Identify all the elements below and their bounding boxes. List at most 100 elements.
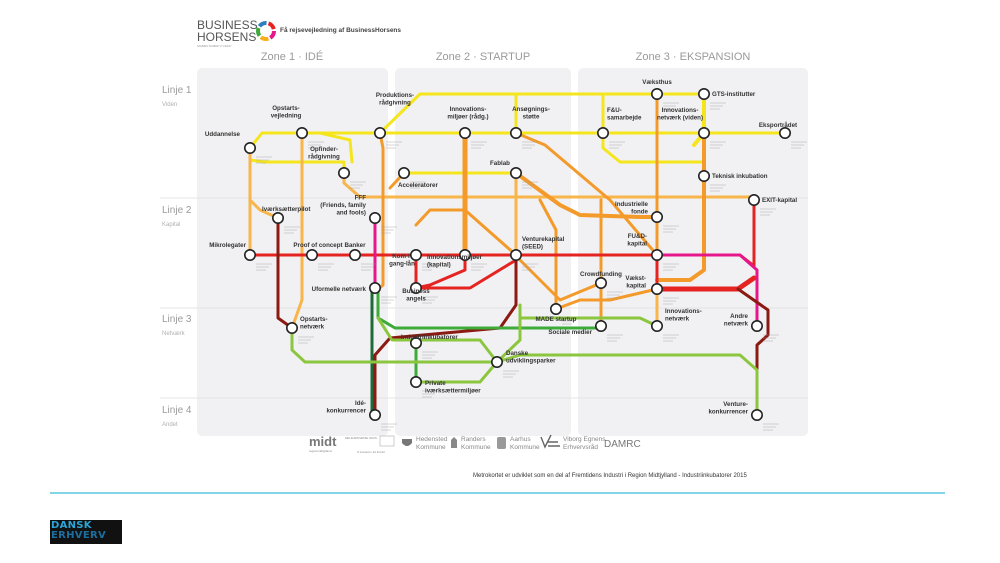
station-label-line: (kapital) [427, 261, 451, 268]
station-marker [368, 212, 381, 225]
station-marker [509, 167, 522, 180]
metro-line-segment [378, 92, 706, 135]
station-eksportraadet: Eksportrådet [759, 122, 797, 140]
station-label-line: angels [406, 295, 426, 302]
station-fablab: Fablab [490, 160, 522, 180]
station-marker [295, 127, 308, 140]
station-label-line: udviklingsparker [506, 357, 556, 364]
station-fud-kapital: FU&D-kapital [627, 233, 663, 262]
station-crowdfunding: Crowdfunding [580, 271, 622, 289]
station-label: Uformelle netværk [312, 286, 367, 293]
damrc-logo: DAMRC [604, 439, 641, 450]
station-gts: GTS-institutter [697, 88, 756, 101]
row-1-sub: Viden [162, 102, 177, 108]
station-marker [458, 127, 471, 140]
station-opstartsnetvaerk: Opstarts-netværk [285, 316, 328, 334]
station-venturekapital: Venturekapital(SEED) [509, 236, 565, 262]
zone-3-panel [578, 68, 808, 436]
station-marker [244, 142, 257, 155]
station-produktionsraadgivning: Produktions-rådgivning [373, 92, 414, 140]
station-label-line: Kom-i- [392, 253, 412, 260]
station-label-line: Acceleratorer [398, 182, 438, 189]
station-label-line: Andre [730, 313, 748, 320]
station-marker [697, 127, 710, 140]
station-label-line: Uformelle netværk [312, 286, 367, 293]
station-innovationsmiljoer-raadg: Innovations-miljøer (rådg.) [447, 106, 489, 140]
station-label-line: rådgivning [379, 99, 411, 106]
metro-line-segment [414, 253, 467, 290]
station-label-line: netværk [665, 315, 690, 322]
metro-line-segment [655, 131, 706, 282]
station-marker [750, 319, 763, 332]
station-label: Mikrolegater [209, 242, 246, 249]
station-label: Proof of concept [293, 242, 342, 249]
station-label-line: Venture- [723, 401, 748, 408]
station-marker [650, 282, 663, 295]
station-label-line: netværk (viden) [657, 114, 703, 121]
station-kom-i-gang-laan: Kom-i-gang-lån [389, 249, 422, 267]
station-marker [650, 88, 663, 101]
station-label-line: konkurrencer [326, 407, 366, 414]
station-marker [650, 211, 663, 224]
row-3-title: Linje 3 [162, 314, 192, 325]
metro-line-segment [514, 131, 659, 257]
station-vaeksthus: Væksthus [642, 79, 672, 101]
hedensted-line2: Kommune [416, 444, 446, 451]
station-ivaerksaetterpilot: Iværksætterpilot [262, 206, 310, 225]
station-label-line: Mikrolegater [209, 242, 246, 249]
metro-line-segment [514, 171, 659, 219]
station-innovationsnetvaerk: Innovations-netværk [650, 308, 702, 332]
station-label: Opstarts-vejledning [271, 105, 302, 120]
station-innovationsnetvaerk-viden: Innovations-netværk (viden) [657, 107, 710, 140]
station-label-line: netværk [300, 323, 325, 330]
station-label-line: vejledning [271, 112, 302, 119]
station-label-line: FU&D- [628, 233, 647, 240]
station-marker [409, 375, 422, 388]
metro-lines [248, 92, 787, 417]
station-label: Idé-konkurrencer [326, 400, 366, 415]
station-label: Produktions-rådgivning [376, 92, 414, 107]
metro-line-segment [538, 198, 558, 311]
station-label-line: Vækst- [625, 275, 646, 282]
metro-line-segment [248, 131, 787, 150]
hedensted-line1: Hedensted [416, 436, 448, 443]
station-marker [409, 249, 422, 262]
station-label: F&U-samarbejde [607, 107, 642, 122]
station-marker [697, 88, 710, 101]
station-label: Venturekapital(SEED) [522, 236, 565, 251]
station-marker [650, 319, 663, 332]
station-marker [594, 276, 607, 289]
zone-3-title: Zone 3 · EKSPANSION [636, 51, 751, 63]
brand-line1: BUSINESS [197, 18, 258, 32]
metro-line-segment [290, 131, 304, 330]
dansk-erhverv-logo: DANSK ERHVERV [50, 520, 122, 544]
metro-line-segment [376, 316, 499, 364]
station-marker [549, 302, 562, 315]
station-label: Teknisk inkubation [712, 173, 768, 180]
station-innovationsmiljoer-kapital: Innovationsmiljøer(kapital) [427, 249, 483, 268]
station-label-line: Innovations- [450, 106, 487, 113]
station-mikrolegater: Mikrolegater [209, 242, 257, 262]
zone-1-title: Zone 1 · IDÉ [261, 50, 323, 63]
metro-line-segment [373, 253, 518, 417]
station-sociale-medier: Sociale medier [548, 319, 607, 336]
station-label-line: Væksthus [642, 79, 672, 86]
station-marker [305, 249, 318, 262]
station-label-line: and fools) [336, 210, 366, 217]
station-label-line: Business [402, 288, 430, 295]
station-marker [650, 249, 663, 262]
station-label-line: Iværksætterpilot [262, 206, 310, 213]
metro-line-segment [414, 208, 467, 227]
station-label-line: Banker [345, 242, 367, 249]
station-made-startup: MADE startup [536, 302, 577, 323]
aarhus-line1: Aarhus [510, 436, 531, 443]
